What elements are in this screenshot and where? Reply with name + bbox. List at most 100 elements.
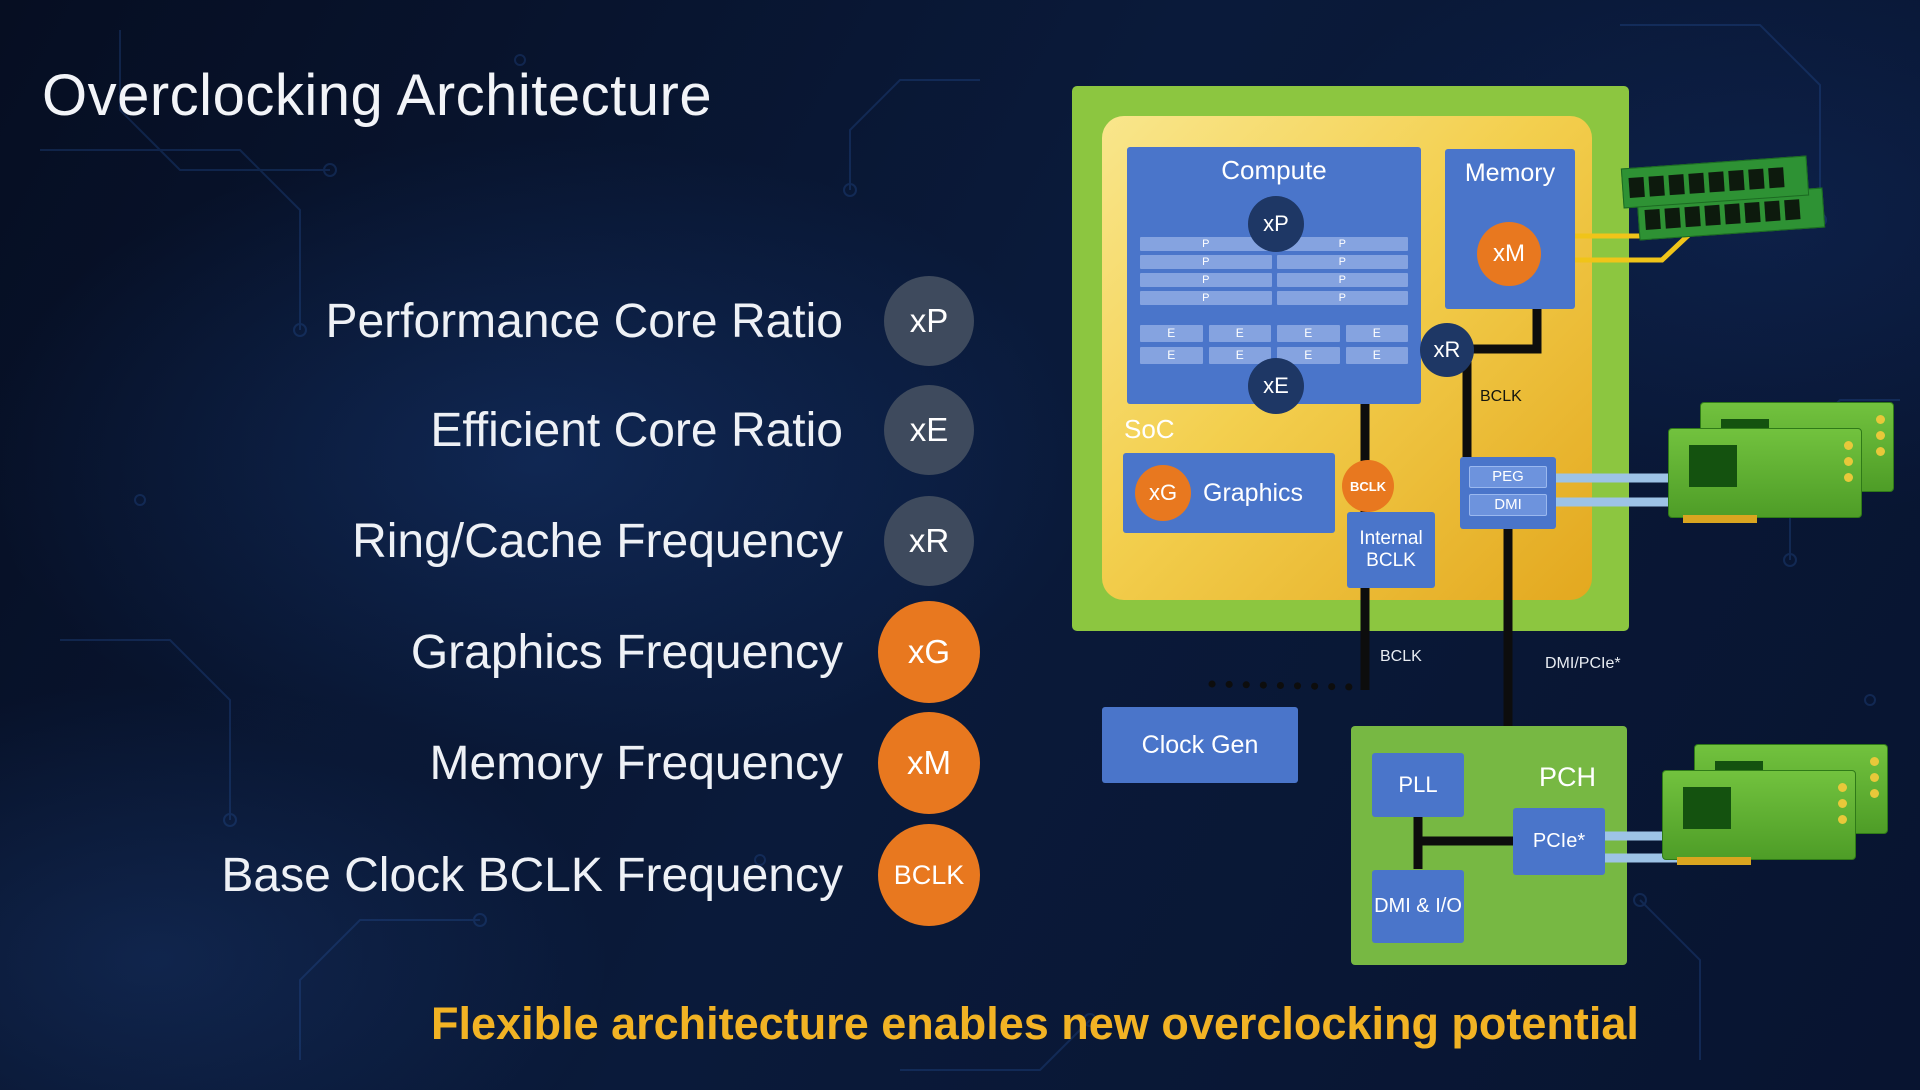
ram-chip — [1704, 204, 1721, 226]
badge-wrap: xM — [877, 712, 981, 814]
graphics-block: xG Graphics — [1123, 453, 1335, 533]
gpu-die — [1683, 787, 1731, 829]
port-dot — [1844, 457, 1853, 466]
p-core: P — [1140, 291, 1272, 305]
ram-chip — [1768, 167, 1785, 189]
ram-chip — [1688, 172, 1705, 194]
port-dot — [1838, 815, 1847, 824]
memory-title: Memory — [1464, 159, 1556, 187]
gpu-ports — [1838, 783, 1847, 824]
e-core: E — [1208, 347, 1271, 364]
peg-dmi-block: PEG DMI — [1460, 457, 1556, 529]
legend-row-performance: Performance Core Ratio xP — [0, 269, 981, 373]
pch-block: PCH PLL PCIe* DMI & I/O — [1351, 726, 1627, 965]
legend: Performance Core Ratio xP Efficient Core… — [0, 269, 981, 927]
p-core: P — [1140, 237, 1272, 251]
legend-row-efficient: Efficient Core Ratio xE — [0, 378, 981, 482]
gpu-card — [1662, 770, 1856, 865]
legend-label: Memory Frequency — [429, 736, 843, 790]
peg-label: PEG — [1469, 466, 1547, 488]
e-core: E — [1277, 325, 1340, 342]
xg-legend-badge: xG — [878, 601, 980, 703]
internal-bclk-block: Internal BCLK — [1347, 512, 1435, 588]
ram-chip — [1784, 199, 1801, 221]
bclk-badge: BCLK — [1342, 460, 1394, 512]
xr-legend-badge: xR — [884, 496, 974, 586]
gpu-edge-connector — [1677, 857, 1751, 865]
port-dot — [1838, 799, 1847, 808]
pch-title: PCH — [1539, 762, 1597, 792]
p-core: P — [1276, 255, 1408, 269]
ram-chip — [1668, 174, 1685, 196]
ram-chip — [1684, 206, 1701, 228]
port-dot — [1844, 441, 1853, 450]
xg-badge: xG — [1135, 465, 1191, 521]
ram-chip — [1764, 200, 1781, 222]
port-dot — [1870, 773, 1879, 782]
port-dot — [1876, 431, 1885, 440]
e-core: E — [1140, 347, 1203, 364]
compute-title: Compute — [1221, 155, 1327, 185]
p-core: P — [1276, 273, 1408, 287]
gpu-edge-connector — [1683, 515, 1757, 523]
xe-badge: xE — [1248, 358, 1304, 414]
badge-wrap: xE — [877, 385, 981, 475]
legend-row-graphics: Graphics Frequency xG — [0, 600, 981, 704]
ram-chip — [1628, 176, 1645, 198]
gpu-ports — [1870, 757, 1879, 798]
p-core: P — [1276, 237, 1408, 251]
legend-label: Efficient Core Ratio — [430, 403, 843, 457]
legend-label: Base Clock BCLK Frequency — [221, 848, 843, 902]
badge-wrap: xP — [877, 276, 981, 366]
gpu-card — [1668, 428, 1862, 523]
bclk-bottom-label: BCLK — [1380, 648, 1422, 665]
xm-badge: xM — [1477, 222, 1541, 286]
gpu-ports — [1844, 441, 1853, 482]
footer-tagline: Flexible architecture enables new overcl… — [431, 998, 1639, 1049]
ram-chip — [1664, 207, 1681, 229]
pcie-block: PCIe* — [1513, 808, 1605, 875]
ram-chip — [1648, 175, 1665, 197]
gpu-ports — [1876, 415, 1885, 456]
xm-legend-badge: xM — [878, 712, 980, 814]
ram-chip — [1644, 208, 1661, 230]
dmi-label: DMI — [1469, 494, 1547, 516]
soc-label: SoC — [1124, 414, 1175, 444]
port-dot — [1844, 473, 1853, 482]
legend-row-memory: Memory Frequency xM — [0, 711, 981, 815]
dmi-io-block: DMI & I/O — [1372, 870, 1464, 943]
e-core: E — [1345, 347, 1408, 364]
port-dot — [1876, 447, 1885, 456]
legend-row-ring: Ring/Cache Frequency xR — [0, 489, 981, 593]
graphics-label: Graphics — [1203, 478, 1304, 507]
port-dot — [1876, 415, 1885, 424]
badge-wrap: BCLK — [877, 824, 981, 926]
legend-label: Performance Core Ratio — [325, 294, 843, 348]
page-title: Overclocking Architecture — [42, 63, 713, 128]
legend-label: Ring/Cache Frequency — [352, 514, 843, 568]
p-core: P — [1140, 255, 1272, 269]
p-core: P — [1276, 291, 1408, 305]
ram-chip — [1708, 171, 1725, 193]
badge-wrap: xR — [877, 496, 981, 586]
port-dot — [1838, 783, 1847, 792]
legend-row-bclk: Base Clock BCLK Frequency BCLK — [0, 823, 981, 927]
p-core: P — [1140, 273, 1272, 287]
pll-block: PLL — [1372, 753, 1464, 817]
e-core: E — [1208, 325, 1271, 342]
ram-chip — [1748, 168, 1765, 190]
e-core: E — [1345, 325, 1408, 342]
ram-chip — [1724, 203, 1741, 225]
port-dot — [1870, 789, 1879, 798]
dmi-pcie-label: DMI/PCIe* — [1545, 655, 1621, 672]
legend-label: Graphics Frequency — [410, 625, 843, 679]
